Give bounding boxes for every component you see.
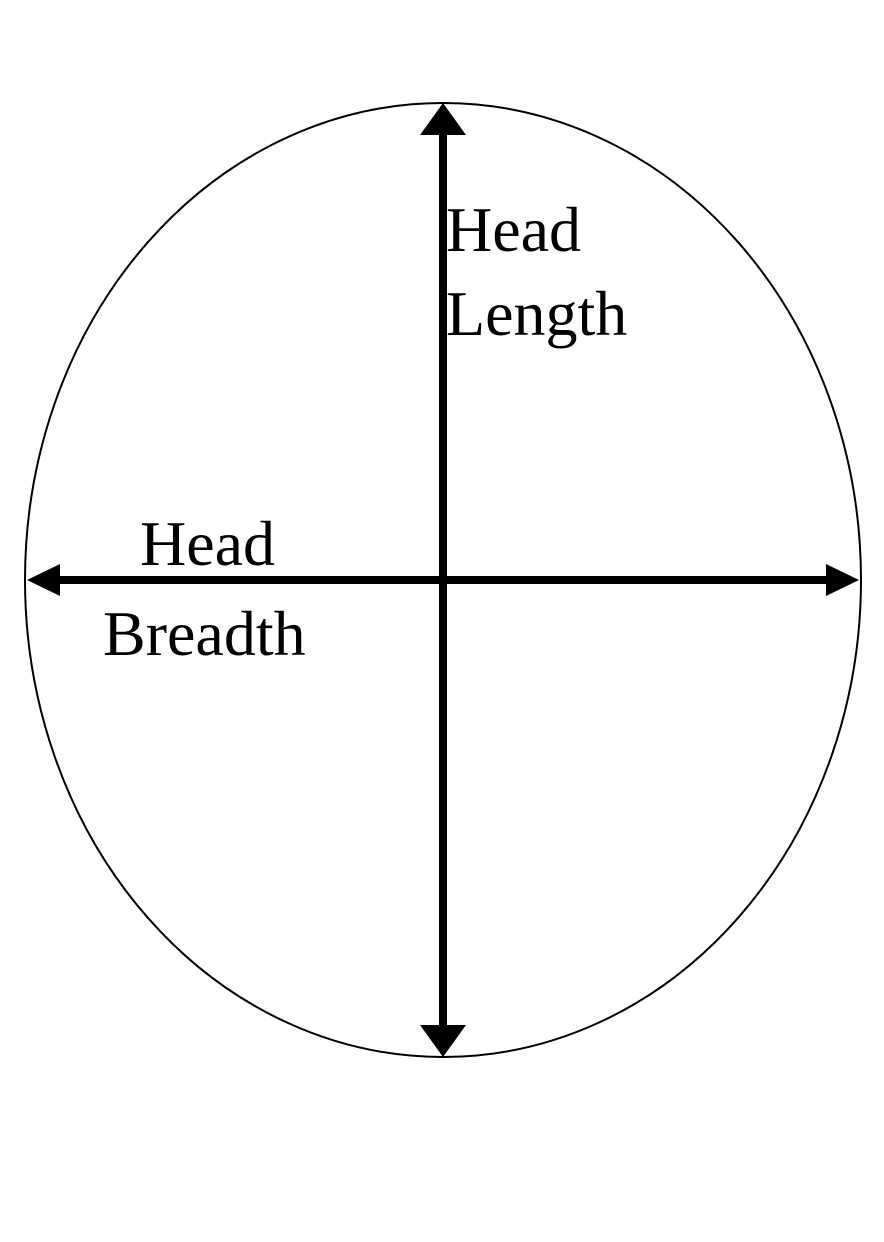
head-length-arrowhead-top bbox=[420, 103, 466, 135]
head-breadth-label-line2: Breadth bbox=[103, 598, 306, 669]
head-length-arrowhead-bottom bbox=[420, 1025, 466, 1057]
head-length-label-line1: Head bbox=[446, 194, 581, 265]
head-breadth-arrowhead-left bbox=[27, 564, 60, 596]
head-breadth-label-line1: Head bbox=[140, 508, 275, 579]
head-length-label-line2: Length bbox=[446, 278, 627, 349]
head-breadth-arrowhead-right bbox=[826, 564, 859, 596]
